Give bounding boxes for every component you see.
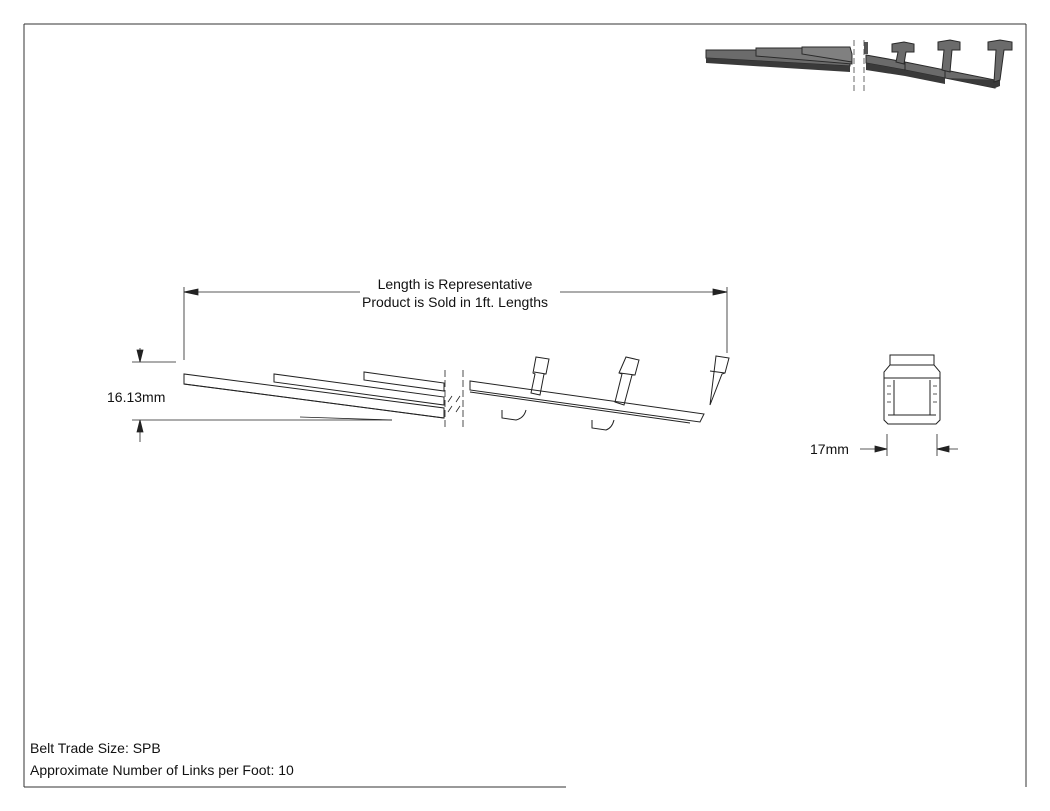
- belt-trade-size: Belt Trade Size: SPB: [30, 740, 161, 756]
- isometric-view: [705, 39, 1013, 92]
- side-view: [183, 355, 730, 431]
- length-note-line2: Product is Sold in 1ft. Lengths: [362, 294, 548, 310]
- length-note-line1: Length is Representative: [377, 276, 533, 292]
- width-dimension-label: 17mm: [810, 441, 849, 457]
- height-dimension-label: 16.13mm: [107, 389, 166, 405]
- length-dimension: [183, 287, 728, 360]
- width-dimension: [860, 434, 958, 456]
- height-dimension: [132, 348, 392, 442]
- links-per-foot: Approximate Number of Links per Foot: 10: [30, 762, 294, 778]
- drawing-border: [23, 23, 1027, 788]
- end-view: [883, 354, 941, 425]
